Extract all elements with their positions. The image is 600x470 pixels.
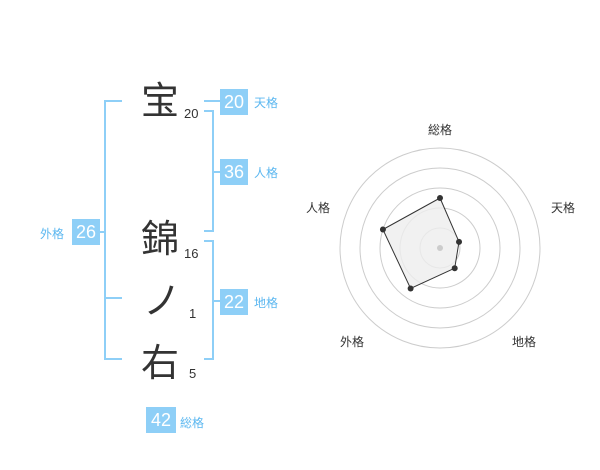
stroke-count-3: 1 xyxy=(189,306,197,321)
radar-ring-1 xyxy=(339,147,541,349)
tenkaku-connector xyxy=(204,100,220,102)
soukaku-value: 42 xyxy=(146,407,176,433)
gaikaku-value: 26 xyxy=(72,219,100,245)
tenkaku-label: 天格 xyxy=(254,96,279,110)
radar-label-soukaku: 総格 xyxy=(428,122,452,137)
stroke-count-1: 20 xyxy=(184,106,199,121)
radar-point-2 xyxy=(456,238,463,245)
jinkaku-value: 36 xyxy=(220,159,248,185)
jinkaku-connector xyxy=(212,171,220,173)
gaikaku-connector xyxy=(98,231,106,233)
radar-point-5 xyxy=(379,226,386,233)
radar-label-gaikaku: 外格 xyxy=(340,334,364,349)
name-char-1: 宝 xyxy=(141,79,180,123)
radar-polygon xyxy=(382,197,460,290)
radar-label-jinkaku: 人格 xyxy=(306,200,330,215)
chikaku-value: 22 xyxy=(220,289,248,315)
radar-ring-3 xyxy=(379,187,501,309)
radar-point-3 xyxy=(451,265,458,272)
radar-label-chikaku: 地格 xyxy=(512,334,536,349)
stroke-count-2: 16 xyxy=(184,246,199,261)
radar-label-tenkaku: 天格 xyxy=(551,200,575,215)
name-char-4: 右 xyxy=(141,341,180,385)
gaikaku-label: 外格 xyxy=(40,227,65,241)
chikaku-label: 地格 xyxy=(254,296,279,310)
name-char-3: ノ xyxy=(143,279,182,323)
tenkaku-value: 20 xyxy=(220,89,248,115)
radar-center-dot xyxy=(437,245,443,251)
name-char-2: 錦 xyxy=(141,217,180,261)
stroke-count-4: 5 xyxy=(189,366,197,381)
gaikaku-bracket-mid-tick xyxy=(104,297,122,299)
chikaku-connector xyxy=(212,300,220,302)
jinkaku-label: 人格 xyxy=(254,166,279,180)
gaikaku-bracket xyxy=(104,100,122,360)
radar-point-4 xyxy=(407,285,414,292)
soukaku-label: 総格 xyxy=(180,416,205,430)
radar-ring-2 xyxy=(359,167,521,329)
radar-point-1 xyxy=(437,195,443,201)
